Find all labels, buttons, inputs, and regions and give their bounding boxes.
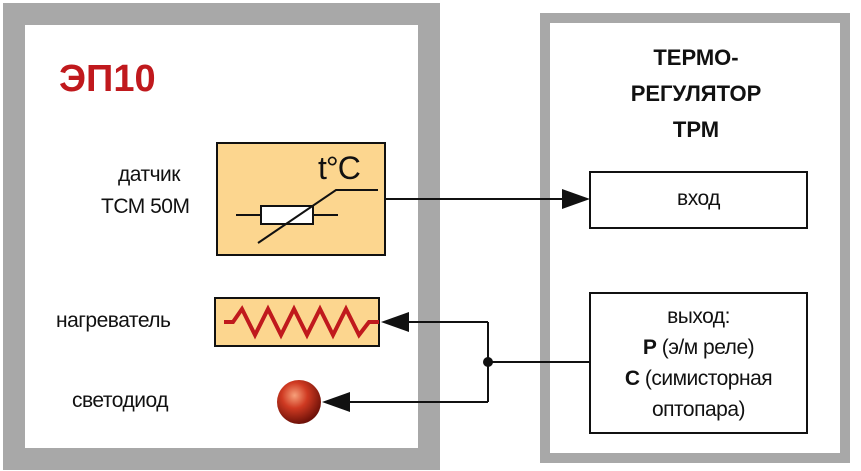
output-label: выход: Р (э/м реле) С (симисторная оптоп…: [590, 301, 807, 425]
output-line2: Р (э/м реле): [590, 332, 807, 363]
trm-title: ТЕРМО- РЕГУЛЯТОР ТРМ: [548, 40, 844, 148]
sensor-label-line2: ТСМ 50М: [101, 195, 190, 218]
output-triac-text: (симисторная: [639, 367, 773, 390]
heater-arrow: [381, 312, 409, 332]
output-triac-letter: С: [624, 367, 640, 390]
thermistor-symbol: [236, 189, 378, 244]
led-arrow: [322, 392, 350, 412]
trm-title-line2: РЕГУЛЯТОР: [630, 81, 762, 106]
output-relay-text: (э/м реле): [656, 336, 755, 359]
sensor-box: [216, 142, 386, 256]
led-indicator: [277, 380, 321, 424]
heater-label: нагреватель: [56, 309, 171, 332]
led-label: светодиод: [72, 389, 168, 412]
input-box: [589, 171, 808, 229]
input-label: вход: [677, 187, 720, 210]
output-line3: С (симисторная: [590, 363, 807, 394]
sensor-to-input-wire: [385, 189, 590, 209]
sensor-symbol: t°C: [318, 150, 361, 187]
output-relay-letter: Р: [642, 336, 657, 359]
ep10-title: ЭП10: [59, 58, 156, 100]
wire-junction: [483, 357, 493, 367]
sensor-symbol-text: t°C: [318, 150, 361, 186]
output-line1: выход:: [667, 305, 730, 328]
heater-coil-icon: [224, 304, 379, 340]
output-wires: [348, 321, 590, 403]
trm-title-line3: ТРМ: [672, 117, 720, 142]
output-line4: оптопара): [651, 398, 746, 421]
trm-title-line1: ТЕРМО-: [653, 45, 739, 70]
sensor-label-line1: датчик: [118, 163, 180, 186]
